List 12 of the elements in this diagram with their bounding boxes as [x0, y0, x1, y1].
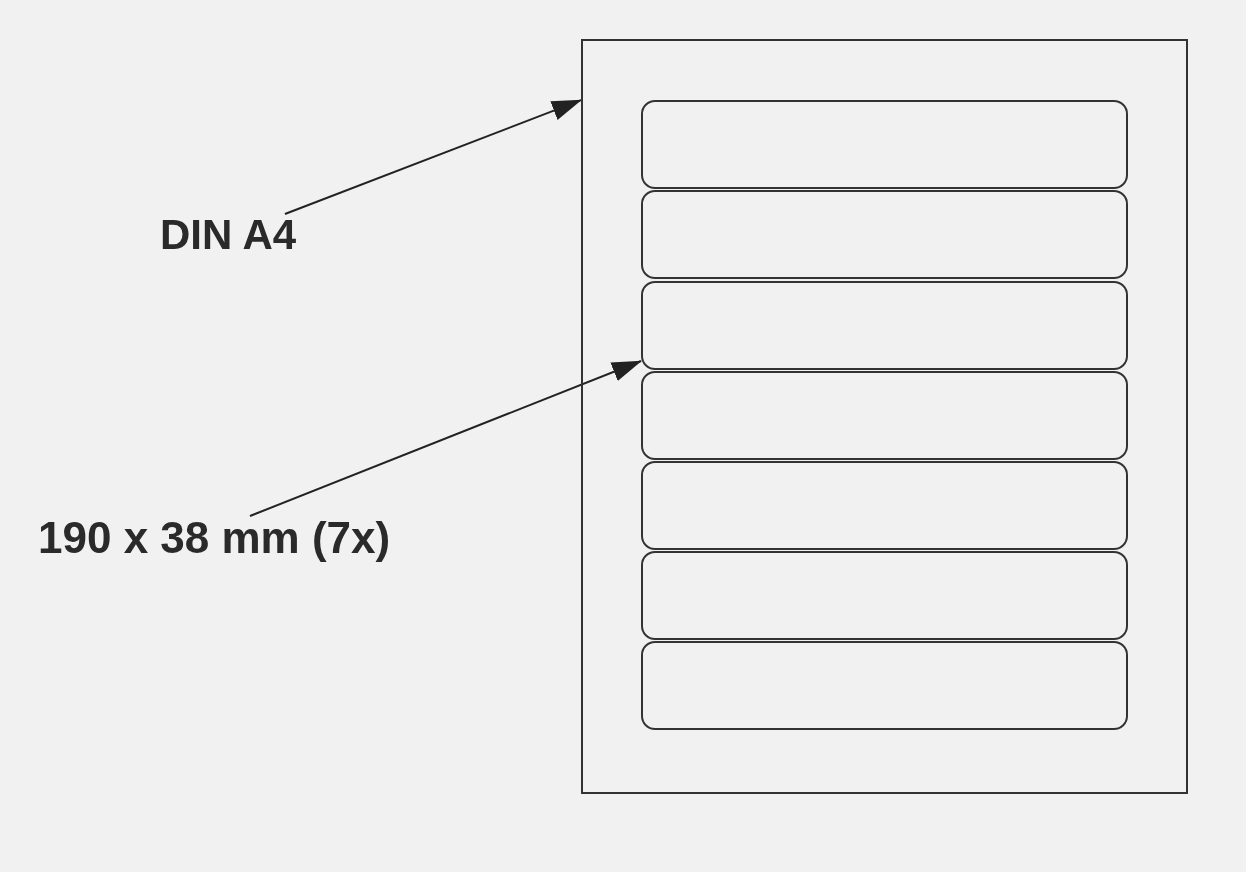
label-outline: [641, 281, 1128, 370]
callout-text: 190 x 38 mm (7x): [38, 516, 448, 564]
arrow: [248, 360, 642, 517]
callout-text: DIN A4: [160, 214, 330, 260]
label-outline: [641, 551, 1128, 640]
label-outline: [641, 371, 1128, 460]
label-outline: [641, 641, 1128, 730]
arrow: [283, 99, 582, 215]
label-outline: [641, 100, 1128, 189]
label-outline: [641, 461, 1128, 550]
label-outline: [641, 190, 1128, 279]
sheet-outline: [581, 39, 1188, 794]
